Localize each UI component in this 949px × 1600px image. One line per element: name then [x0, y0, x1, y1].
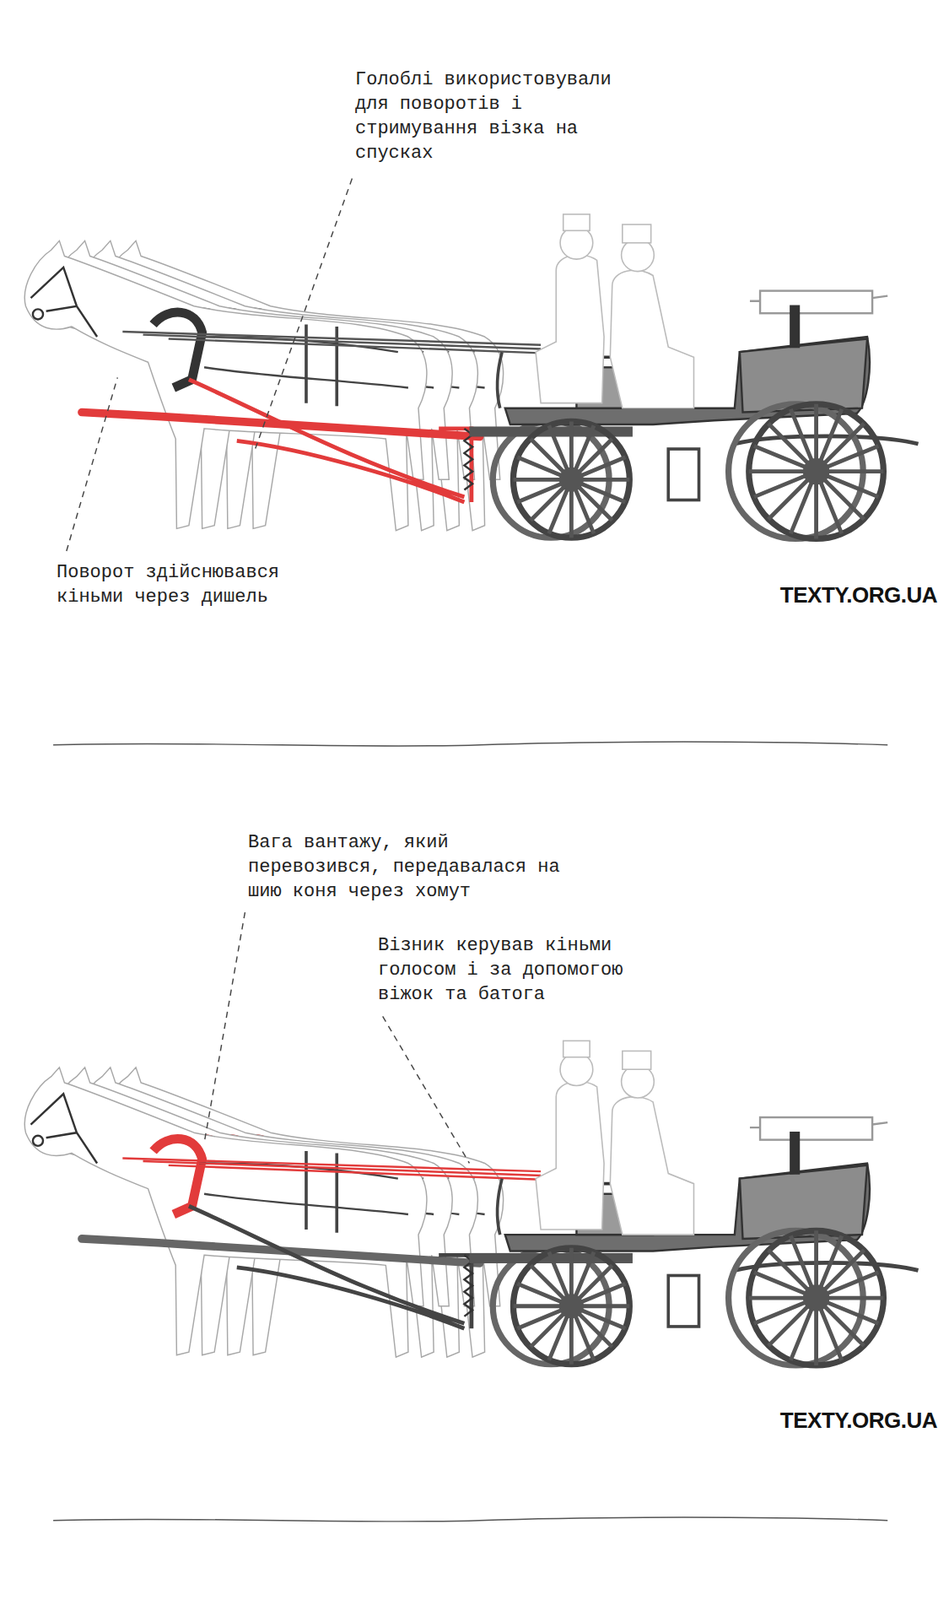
- separators: [53, 741, 888, 1521]
- rig-harness: [24, 1040, 918, 1365]
- leader-lines: [66, 178, 470, 1164]
- watermark: TEXTY.ORG.UA: [780, 582, 938, 608]
- callout-note: Голоблі використовували для поворотів і …: [355, 67, 623, 166]
- callout-note: Вага вантажу, який перевозився, передава…: [248, 830, 572, 904]
- callout-note: Поворот здійснювався кіньми через дишель: [56, 560, 302, 610]
- rig-steering: [24, 214, 918, 540]
- callout-note: Візник керував кіньми голосом і за допом…: [377, 932, 635, 1007]
- watermark: TEXTY.ORG.UA: [780, 1407, 938, 1433]
